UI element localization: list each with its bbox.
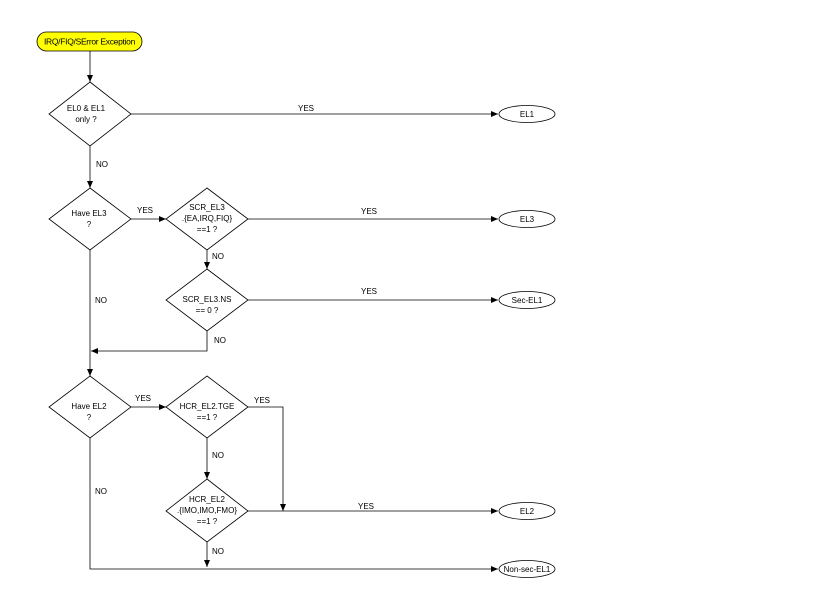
edge-label-tge-no: NO [212, 451, 224, 460]
edge-label-scr-bits-yes: YES [361, 207, 377, 216]
edge-label-el0-no: NO [96, 160, 108, 169]
terminal-el1-label: EL1 [520, 110, 535, 119]
decision-scr-el3-ns: SCR_EL3.NS == 0 ? [165, 268, 249, 332]
edge-label-hcr-bits-no: NO [212, 547, 224, 556]
decision-hcr-bits-line2: .{IMO,IMO,FMO} [177, 506, 237, 515]
decision-el0-line1: EL0 & EL1 [67, 104, 106, 113]
decision-scr-ns-line2: == 0 ? [196, 306, 219, 315]
decision-hcr-bits-line3: ==1 ? [197, 517, 218, 526]
decision-have-el2-line2: ? [87, 413, 92, 422]
edge-scr-ns-no-return [91, 331, 208, 354]
decision-tge-line2: ==1 ? [197, 413, 218, 422]
terminal-sec-el1: Sec-EL1 [498, 291, 556, 309]
edge-have-el2-no-to-non-sec-el1 [89, 438, 498, 572]
terminal-el3: EL3 [498, 210, 556, 228]
decision-hcr-el2-tge: HCR_EL2.TGE ==1 ? [165, 375, 249, 439]
terminal-non-sec-el1: Non-sec-EL1 [498, 560, 556, 578]
terminal-sec-el1-label: Sec-EL1 [512, 296, 543, 305]
edge-label-have-el2-yes: YES [135, 394, 151, 403]
decision-have-el3-line2: ? [87, 220, 92, 229]
decision-scr-bits-line2: .{EA,IRQ,FIQ} [182, 214, 233, 223]
edge-label-scr-ns-no: NO [214, 336, 226, 345]
edge-label-have-el2-no: NO [95, 487, 107, 496]
edge-label-el0-yes: YES [298, 104, 314, 113]
edge-tge-yes [248, 406, 286, 511]
edge-label-scr-ns-yes: YES [361, 287, 377, 296]
start-label: IRQ/FIQ/SError Exception [44, 37, 136, 47]
terminal-el3-label: EL3 [520, 215, 535, 224]
decision-scr-el3-bits: SCR_EL3 .{EA,IRQ,FIQ} ==1 ? [165, 187, 249, 251]
decision-hcr-bits-line1: HCR_EL2 [189, 495, 226, 504]
decision-hcr-el2-bits: HCR_EL2 .{IMO,IMO,FMO} ==1 ? [165, 478, 249, 543]
terminal-el2-label: EL2 [520, 507, 535, 516]
decision-scr-bits-line1: SCR_EL3 [189, 203, 225, 212]
decision-el0-el1-only: EL0 & EL1 only ? [48, 81, 132, 147]
start-terminator [36, 31, 143, 52]
decision-tge-line1: HCR_EL2.TGE [180, 402, 235, 411]
decision-have-el3: Have EL3 ? [48, 187, 132, 251]
decision-scr-bits-line3: ==1 ? [197, 225, 218, 234]
terminal-el1: EL1 [498, 105, 556, 123]
edge-label-have-el3-yes: YES [137, 206, 153, 215]
edge-label-have-el3-no: NO [95, 296, 107, 305]
edge-labels: YES NO YES NO YES NO YES NO YES NO YES N… [95, 104, 377, 556]
decision-scr-ns-line1: SCR_EL3.NS [183, 295, 232, 304]
decision-have-el2-line1: Have EL2 [71, 402, 107, 411]
edge-label-scr-bits-no: NO [212, 252, 224, 261]
start-node: IRQ/FIQ/SError Exception [36, 31, 143, 52]
connectors [87, 51, 498, 572]
decision-el0-line2: only ? [75, 115, 97, 124]
edge-label-hcr-bits-yes: YES [358, 502, 374, 511]
edge-label-tge-yes: YES [254, 396, 270, 405]
terminal-el2: EL2 [498, 502, 556, 520]
terminal-non-sec-el1-label: Non-sec-EL1 [504, 565, 551, 574]
decision-have-el3-line1: Have EL3 [71, 209, 107, 218]
decision-have-el2: Have EL2 ? [48, 375, 132, 439]
